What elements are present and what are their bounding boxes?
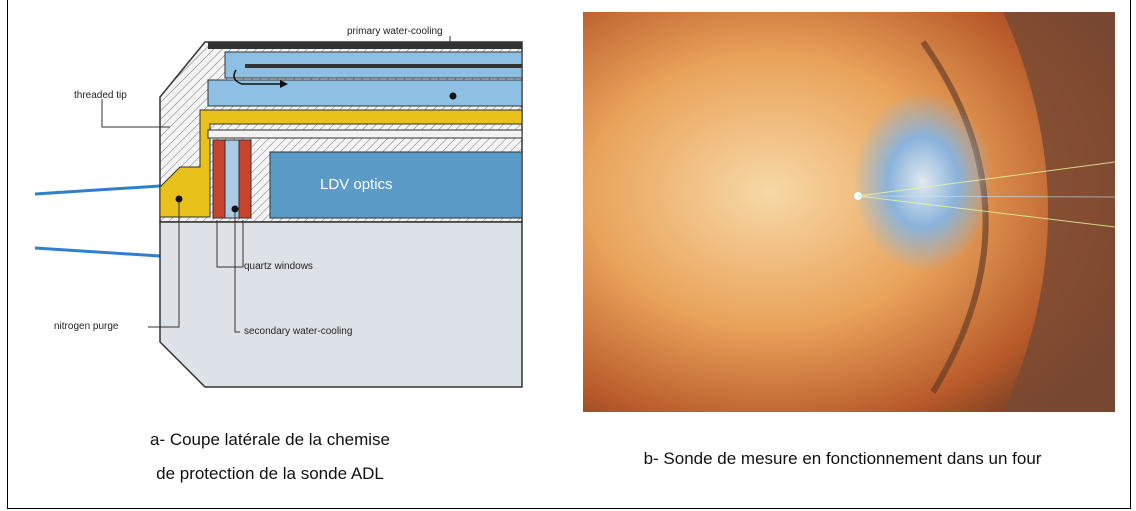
label-secondary-water-cooling: secondary water-cooling xyxy=(244,326,353,337)
flame-photo-svg xyxy=(583,12,1116,412)
furnace-flame-photo xyxy=(583,12,1116,412)
purge-marker xyxy=(175,195,183,203)
flame-background xyxy=(583,12,1115,412)
laser-beam-2 xyxy=(857,195,1116,228)
caption-a-line2: de protection de la sonde ADL xyxy=(156,464,384,483)
label-primary-water-cooling: primary water-cooling xyxy=(347,26,443,37)
label-threaded-tip: threaded tip xyxy=(74,90,127,101)
leader-secondary xyxy=(234,212,240,333)
caption-a-line1: a- Coupe latérale de la chemise xyxy=(149,430,391,449)
leader-threaded-tip xyxy=(101,99,170,128)
probe-cross-section-diagram: primary water-cooling threaded tip LDV o… xyxy=(30,12,530,390)
blue-flame-zone xyxy=(853,92,993,272)
cross-section-svg xyxy=(34,36,523,388)
label-nitrogen-purge: nitrogen purge xyxy=(54,321,119,332)
flow-arrow xyxy=(233,69,280,85)
quartz-window-right xyxy=(238,139,252,219)
leader-nitrogen xyxy=(148,202,180,328)
laser-beam-lower xyxy=(34,246,161,258)
laser-beam-1 xyxy=(857,161,1116,197)
figure-frame xyxy=(7,0,1131,509)
leader-quartz-left xyxy=(216,220,230,268)
inner-sleeve xyxy=(207,129,523,139)
top-plate xyxy=(208,42,522,49)
laser-beam-upper xyxy=(34,184,161,196)
ldv-optics-block xyxy=(269,151,523,219)
nitrogen-purge-channel xyxy=(159,109,523,218)
furnace-wall xyxy=(1003,12,1115,412)
primary-cooling-channel-lower xyxy=(207,79,523,107)
caption-b: b- Sonde de mesure en fonctionnement dan… xyxy=(643,449,1042,468)
flow-arrow-head xyxy=(280,80,288,88)
secondary-cooling-marker xyxy=(231,205,239,213)
probe-lower-body xyxy=(159,221,523,388)
laser-beam-3 xyxy=(857,195,1116,198)
label-ldv-optics: LDV optics xyxy=(320,176,393,193)
cooling-divider xyxy=(245,64,522,68)
label-quartz-windows: quartz windows xyxy=(244,261,313,272)
primary-cooling-marker xyxy=(449,92,457,100)
quartz-window-left xyxy=(212,139,226,219)
